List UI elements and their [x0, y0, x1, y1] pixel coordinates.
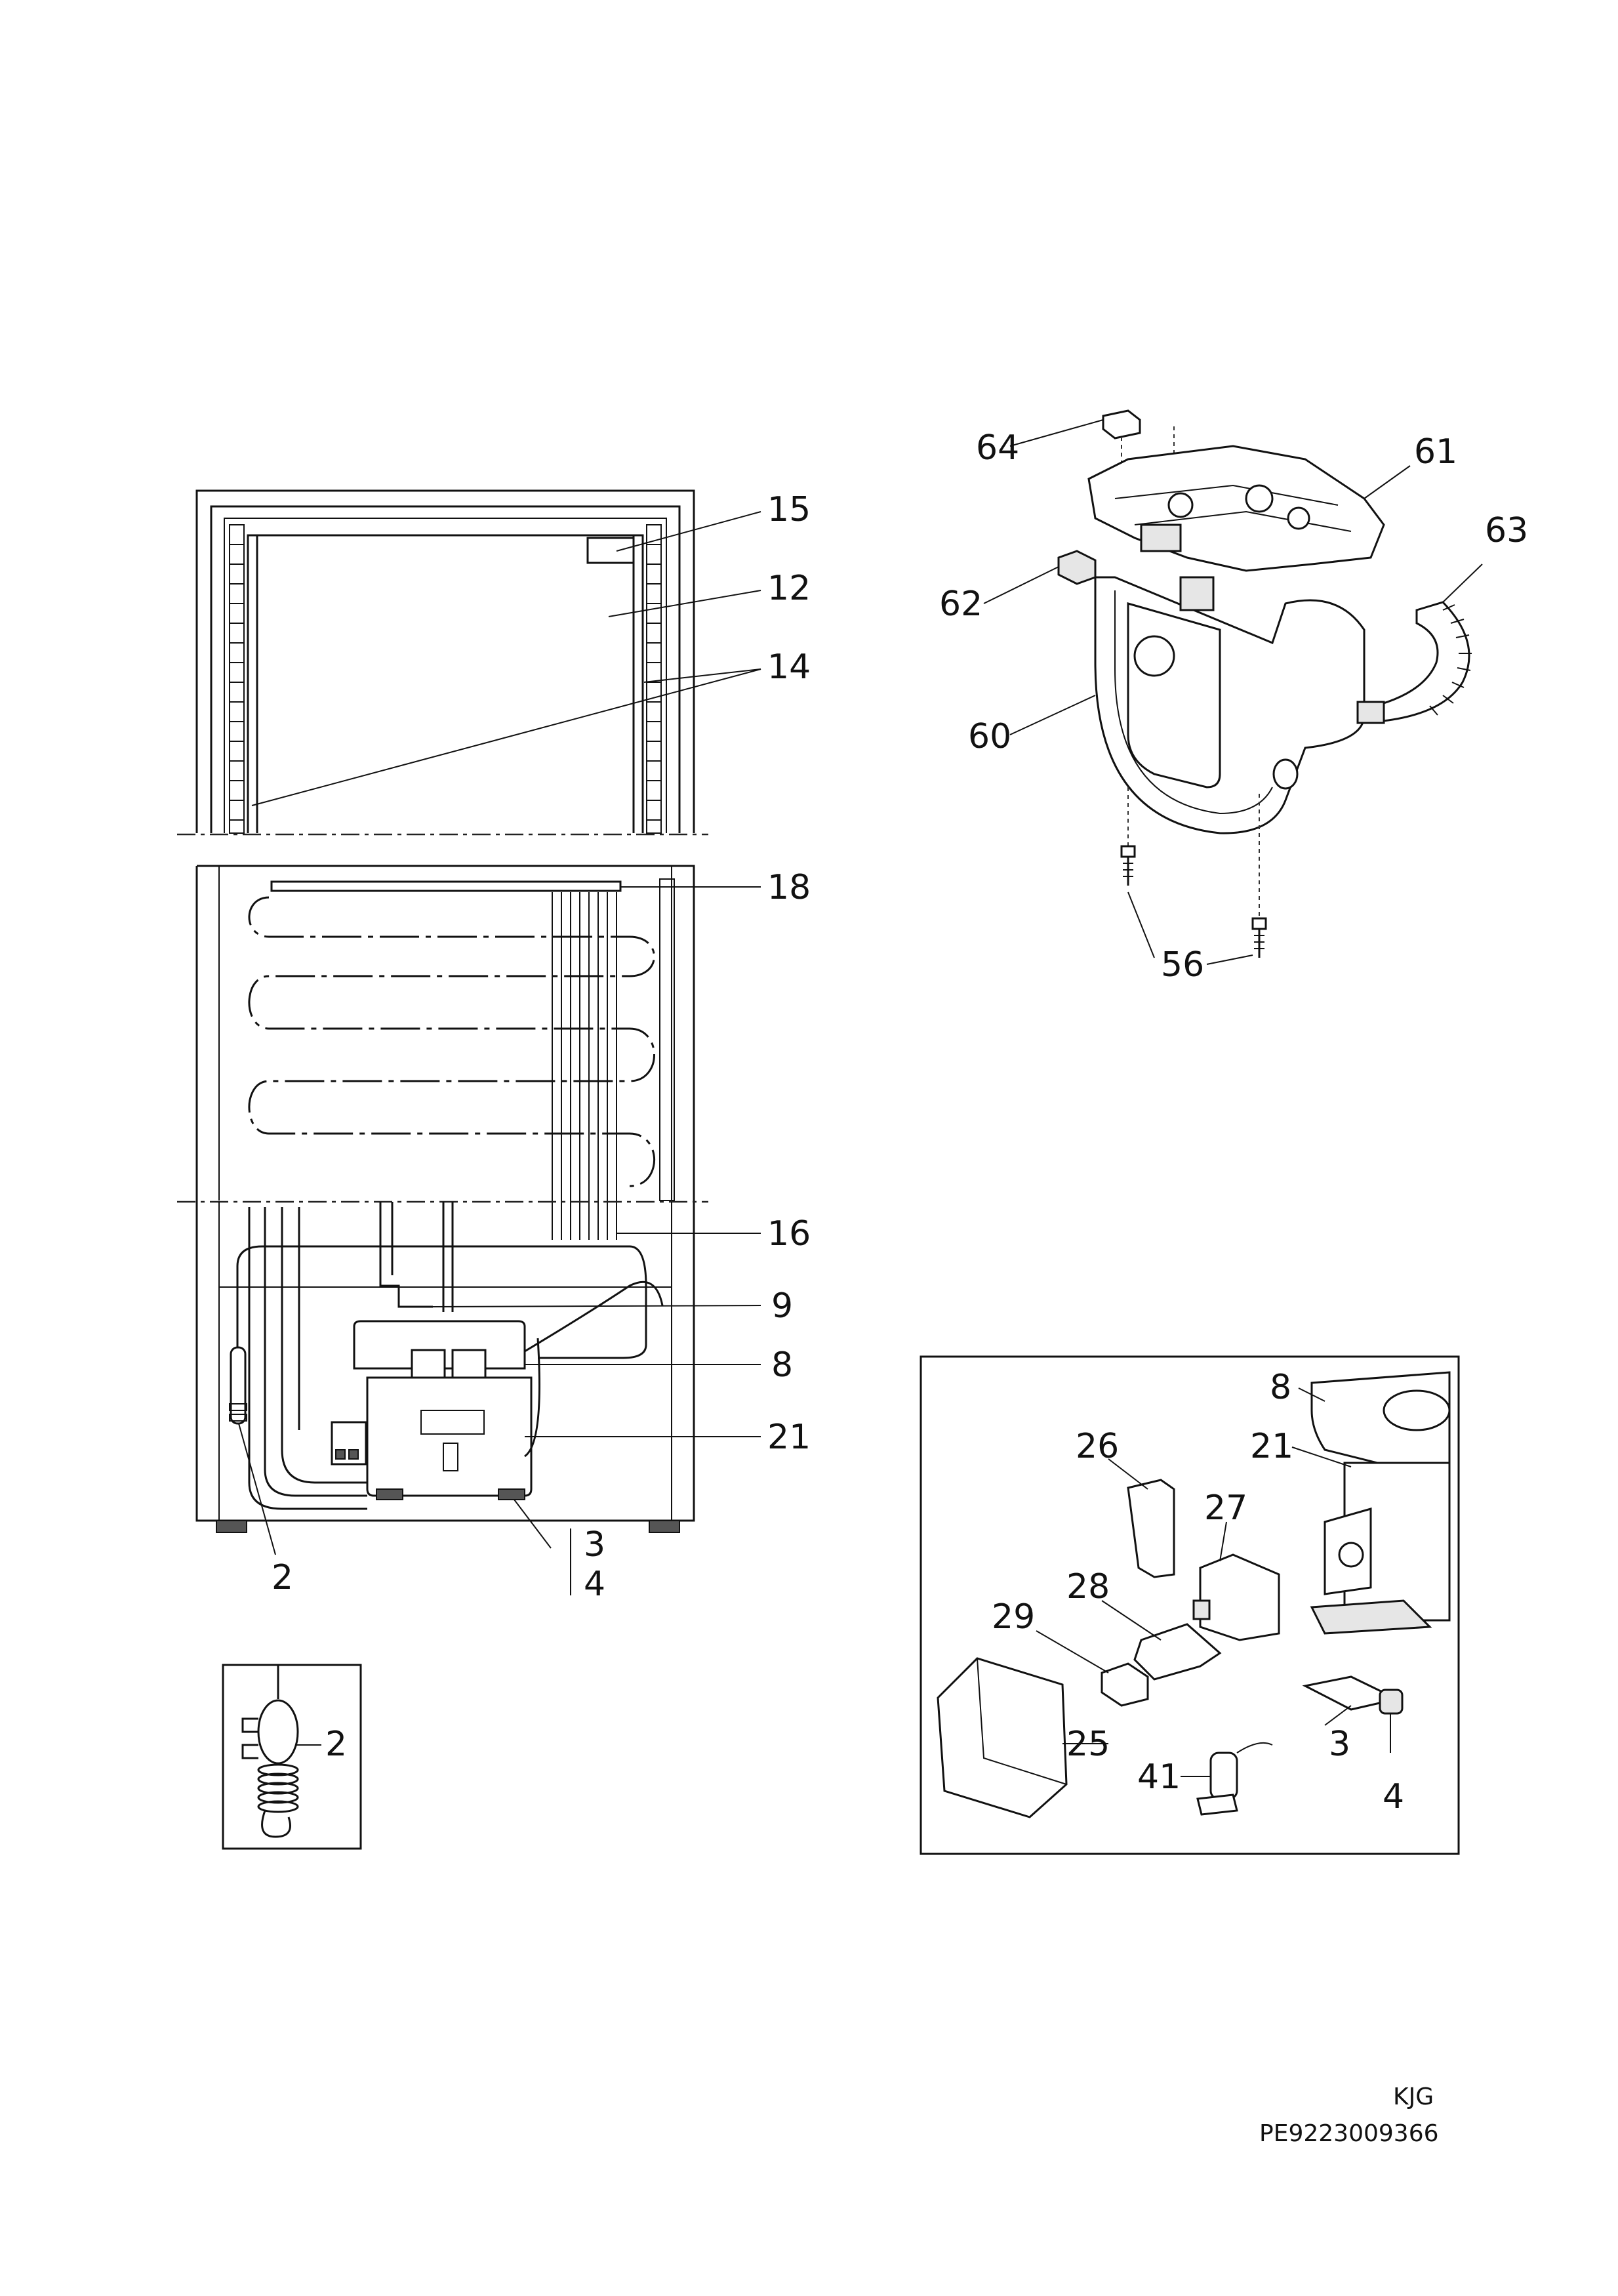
callout-3: 3 [584, 1525, 605, 1565]
cabinet-upper-section [177, 489, 708, 836]
detail-box-part-2 [222, 1664, 362, 1850]
callout-63: 63 [1485, 511, 1528, 550]
detail-callout-8: 8 [1270, 1368, 1291, 1407]
part-21-compressor [366, 1376, 533, 1497]
footer-reference: PE9223009366 [1259, 2120, 1439, 2147]
part-28-clip [1133, 1623, 1222, 1681]
right-top-leader-lines [983, 419, 1483, 965]
footer: KJG PE9223009366 [1259, 2083, 1439, 2147]
callout-labels: 15 12 14 18 16 9 8 21 2 3 4 2 64 61 63 6… [272, 428, 1528, 1816]
callout-9: 9 [771, 1286, 793, 1326]
left-gasket-hatch [230, 544, 661, 821]
callout-2: 2 [272, 1558, 293, 1597]
footer-code: KJG [1393, 2083, 1434, 2110]
part-25-cover [937, 1657, 1068, 1818]
callout-4: 4 [584, 1565, 605, 1604]
callout-15: 15 [767, 490, 811, 529]
cabinet-back-section [177, 865, 708, 1533]
left-leader-lines [238, 511, 761, 1595]
detail-callout-28: 28 [1066, 1567, 1110, 1607]
callout-16: 16 [767, 1214, 811, 1254]
part-56-screws [1120, 845, 1267, 958]
callout-12: 12 [767, 569, 811, 608]
part-18-bar [270, 880, 622, 892]
wire-bundle [552, 892, 617, 1240]
part-64-clip [1102, 409, 1141, 440]
callout-56: 56 [1161, 945, 1204, 985]
callout-18: 18 [767, 868, 811, 907]
part-4-grommet [1379, 1689, 1404, 1715]
detail-callout-41: 41 [1137, 1757, 1181, 1797]
part-62-block [1057, 550, 1097, 585]
detail-callout-3: 3 [1329, 1725, 1350, 1764]
detail-callout-29: 29 [992, 1597, 1035, 1637]
callout-61: 61 [1414, 432, 1457, 472]
part-63-strip [1362, 601, 1470, 723]
part-29-connector [1101, 1662, 1149, 1707]
callout-64: 64 [976, 428, 1019, 468]
callout-2-detail: 2 [325, 1725, 347, 1764]
callout-62: 62 [939, 584, 982, 624]
callout-21: 21 [767, 1418, 811, 1457]
detail-callout-25: 25 [1066, 1725, 1110, 1764]
part-27-relay [1199, 1553, 1280, 1641]
callout-14: 14 [767, 647, 811, 687]
detail-box-compressor-parts [920, 1355, 1460, 1855]
detail-callout-4: 4 [1383, 1777, 1404, 1816]
part-2-sensor [230, 1346, 247, 1425]
part-61-bracket [1087, 445, 1385, 572]
right-bottom-leader-lines [1036, 1387, 1391, 1777]
detail-callout-21: 21 [1250, 1427, 1293, 1466]
callout-60: 60 [968, 717, 1011, 756]
detail-callout-26: 26 [1076, 1427, 1119, 1466]
part-26-holder [1127, 1479, 1175, 1578]
part-41-capacitor [1209, 1752, 1238, 1800]
thermostat-housing-assembly [1057, 409, 1472, 958]
detail-callout-27: 27 [1204, 1488, 1247, 1528]
callout-8: 8 [771, 1345, 793, 1385]
part-15-component [586, 537, 635, 564]
condenser-coil [248, 896, 655, 1187]
